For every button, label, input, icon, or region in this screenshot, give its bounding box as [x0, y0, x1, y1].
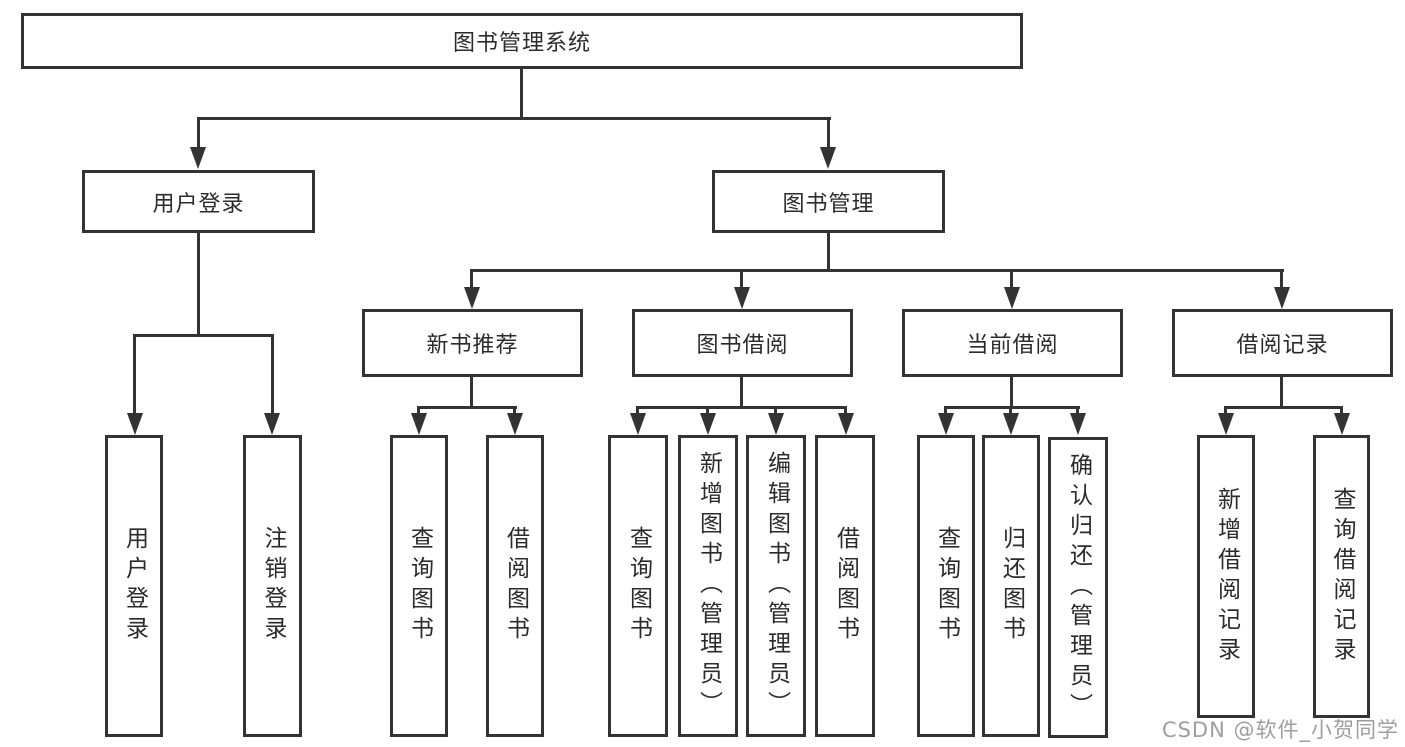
watermark-text: CSDN @软件_小贺同学	[1161, 718, 1399, 742]
node-add-borrow-record: 新增借阅记录	[1197, 435, 1255, 718]
node-label: 查询图书	[625, 526, 652, 646]
connector-line	[134, 334, 274, 337]
connector-line	[827, 232, 830, 272]
node-borrow-books-recommend: 借阅图书	[486, 435, 544, 737]
node-query-books-borrowing: 查询图书	[608, 435, 668, 737]
connector-line	[1280, 269, 1283, 289]
connector-line	[417, 406, 420, 416]
connector-line	[1340, 406, 1343, 416]
connector-line	[133, 334, 136, 414]
arrowhead	[190, 147, 206, 169]
arrowhead	[1218, 413, 1234, 435]
node-borrowing-records: 借阅记录	[1172, 309, 1393, 377]
arrowhead	[768, 413, 784, 435]
arrowhead	[1070, 413, 1086, 435]
arrowhead	[411, 413, 427, 435]
connector-line	[197, 232, 200, 337]
node-user-login: 用户登录	[82, 170, 315, 233]
connector-line	[471, 269, 1284, 272]
connector-line	[1010, 269, 1013, 289]
arrowhead	[734, 287, 750, 309]
connector-line	[636, 406, 847, 409]
connector-line	[774, 406, 777, 416]
connector-line	[636, 406, 639, 416]
arrowhead	[1003, 413, 1019, 435]
node-current-borrowing: 当前借阅	[902, 309, 1123, 377]
connector-line	[1010, 376, 1013, 409]
node-borrow-books-borrowing: 借阅图书	[815, 435, 875, 737]
node-label: 确认归还（管理员）	[1065, 452, 1092, 723]
connector-line	[1009, 406, 1012, 416]
node-query-books-recommend: 查询图书	[390, 435, 448, 737]
node-label: 借阅图书	[832, 526, 859, 646]
node-label: 借阅图书	[502, 526, 529, 646]
connector-line	[944, 406, 947, 416]
node-label: 查询借阅记录	[1329, 486, 1355, 667]
node-label: 编辑图书（管理员）	[763, 451, 790, 721]
connector-line	[706, 406, 709, 416]
connector-line	[520, 68, 523, 119]
node-return-books: 归还图书	[982, 435, 1040, 737]
node-book-management: 图书管理	[712, 170, 945, 233]
connector-line	[844, 406, 847, 416]
node-label: 查询图书	[933, 526, 960, 646]
arrowhead	[820, 147, 836, 169]
arrowhead	[264, 413, 280, 435]
connector-line	[197, 117, 831, 120]
connector-line	[944, 406, 1080, 409]
arrowhead	[838, 413, 854, 435]
connector-line	[740, 269, 743, 289]
node-query-borrow-record: 查询借阅记录	[1313, 435, 1370, 718]
connector-line	[740, 376, 743, 409]
node-label: 归还图书	[998, 526, 1025, 646]
node-new-book-recommendation: 新书推荐	[362, 309, 583, 377]
connector-line	[513, 406, 516, 416]
connector-line	[1280, 376, 1283, 409]
node-label: 注销登录	[260, 526, 286, 646]
connector-line	[827, 117, 830, 148]
node-book-borrowing: 图书借阅	[632, 309, 853, 377]
node-logout: 注销登录	[243, 435, 302, 737]
node-edit-books-admin: 编辑图书（管理员）	[746, 435, 806, 737]
node-confirm-return-admin: 确认归还（管理员）	[1048, 437, 1108, 738]
arrowhead	[1274, 287, 1290, 309]
arrowhead	[1004, 287, 1020, 309]
node-label: 新增借阅记录	[1213, 486, 1240, 667]
node-library-management-system: 图书管理系统	[21, 13, 1023, 69]
connector-line	[1224, 406, 1227, 416]
connector-line	[418, 406, 517, 409]
arrowhead	[507, 413, 523, 435]
node-label: 查询图书	[406, 526, 433, 646]
connector-line	[271, 334, 274, 414]
node-label: 新增图书（管理员）	[695, 451, 722, 721]
connector-line	[197, 117, 200, 148]
arrowhead	[630, 413, 646, 435]
arrowhead	[938, 413, 954, 435]
node-label: 用户登录	[121, 526, 148, 646]
node-add-books-admin: 新增图书（管理员）	[678, 435, 738, 737]
arrowhead	[464, 287, 480, 309]
connector-line	[470, 269, 473, 289]
arrowhead	[127, 413, 143, 435]
arrowhead	[700, 413, 716, 435]
arrowhead	[1334, 413, 1350, 435]
node-query-books-current: 查询图书	[917, 435, 975, 737]
node-user-login-leaf: 用户登录	[105, 435, 163, 737]
connector-line	[1076, 406, 1079, 416]
connector-line	[470, 376, 473, 409]
connector-line	[1225, 406, 1343, 409]
